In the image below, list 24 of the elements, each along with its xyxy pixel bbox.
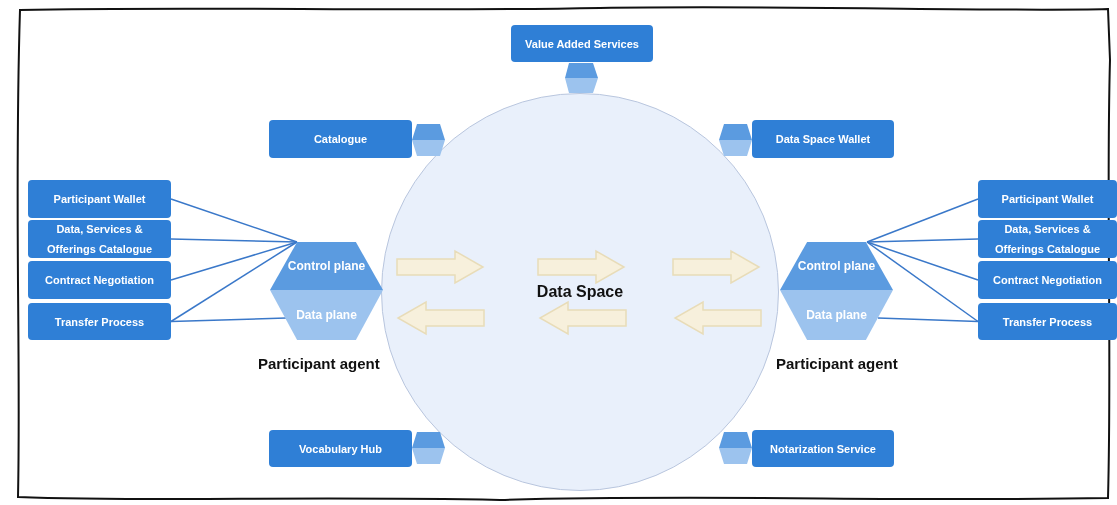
service-box: Data Space Wallet xyxy=(752,120,894,158)
service-box: Vocabulary Hub xyxy=(269,430,412,467)
connector-line xyxy=(170,317,287,323)
service-box: Catalogue xyxy=(269,120,412,158)
service-box: Participant Wallet xyxy=(978,180,1117,218)
connector-line xyxy=(866,238,979,243)
service-box: Contract Negotiation xyxy=(978,261,1117,299)
node-title: Data Space xyxy=(536,282,624,302)
connector-line xyxy=(877,317,979,323)
agent-caption: Participant agent xyxy=(258,354,380,374)
service-box: Notarization Service xyxy=(752,430,894,467)
service-box: Data, Services & Offerings Catalogue xyxy=(28,220,171,258)
connector-line xyxy=(866,241,979,323)
agent-caption: Participant agent xyxy=(776,354,898,374)
connector-line xyxy=(866,198,979,243)
connector-line xyxy=(170,238,298,243)
service-box: Contract Negotiation xyxy=(28,261,171,299)
service-box: Transfer Process xyxy=(28,303,171,340)
service-box: Transfer Process xyxy=(978,303,1117,340)
service-box: Value Added Services xyxy=(511,25,653,62)
connector-line xyxy=(170,198,298,243)
connector-line xyxy=(170,241,298,323)
service-box: Participant Wallet xyxy=(28,180,171,218)
service-box: Data, Services & Offerings Catalogue xyxy=(978,220,1117,258)
